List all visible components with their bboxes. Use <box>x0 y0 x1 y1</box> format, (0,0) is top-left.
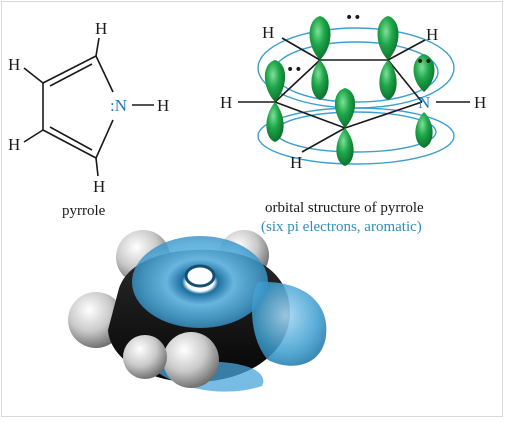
atom-h-bottom-orb: H <box>290 153 302 172</box>
bond-h-bottom <box>95 157 99 177</box>
bond-c4-n-orb <box>387 59 423 103</box>
pyrrole-line-structure: H H H H :N H <box>8 19 169 196</box>
bond-h-top <box>95 37 100 57</box>
atom-h-top-left-orb: H <box>262 23 274 42</box>
bond-c2-c3-double <box>49 63 93 87</box>
bond-h-top-right-orb <box>387 39 426 61</box>
atom-h-bottom: H <box>93 177 105 196</box>
p-orbital-c3 <box>309 16 331 100</box>
atom-h-left-bottom: H <box>8 135 20 154</box>
p-orbital-n <box>413 54 435 148</box>
pyrrole-caption: pyrrole <box>62 203 106 219</box>
bond-c5-n <box>95 119 114 159</box>
pi-ring-bottom-outer <box>257 107 455 165</box>
h-atom-front <box>163 332 219 388</box>
bond-c4-c5 <box>42 129 97 159</box>
torus-hole-rim <box>184 264 216 288</box>
orbital-caption-line1: orbital structure of pyrrole <box>265 200 424 216</box>
nitrogen-lobe <box>252 281 327 366</box>
space-filling-model <box>68 230 327 392</box>
bond-h-left-top <box>23 67 44 84</box>
h-atom-front-left <box>123 335 167 379</box>
p-orbital-c4 <box>377 16 399 100</box>
bond-h-top-left-orb <box>281 37 321 61</box>
atom-n: :N <box>110 96 127 115</box>
bond-c2-c5-orb <box>274 101 346 129</box>
p-orbital-c5 <box>334 88 356 166</box>
bond-c2-c3 <box>42 55 97 84</box>
atom-n-h: H <box>157 96 169 115</box>
lone-pair-n: •• <box>416 54 433 70</box>
atom-h-left-top: H <box>8 55 20 74</box>
bond-h-left-bottom <box>23 129 44 143</box>
atom-h-top: H <box>95 19 107 38</box>
lone-pair-left: •• <box>286 62 303 78</box>
orbital-caption-line2: (six pi electrons, aromatic) <box>261 219 422 235</box>
torus-hole <box>187 267 213 285</box>
orbital-structure: •• •• •• H H H H N H <box>220 10 486 172</box>
bond-c2-n <box>95 55 114 93</box>
pi-ring-bottom-inner <box>275 111 437 153</box>
atom-h-right-orb: H <box>474 93 486 112</box>
atom-n-orb: N <box>418 93 430 112</box>
bond-c3-c2-orb <box>274 59 321 103</box>
lone-pair-top: •• <box>345 10 362 26</box>
bond-h-bottom-orb <box>301 127 346 153</box>
p-orbital-c2 <box>264 60 286 142</box>
bond-c5-n-orb <box>344 101 423 129</box>
bond-c4-c5-double <box>49 126 93 151</box>
atom-h-left-orb: H <box>220 93 232 112</box>
atom-h-top-right-orb: H <box>426 25 438 44</box>
